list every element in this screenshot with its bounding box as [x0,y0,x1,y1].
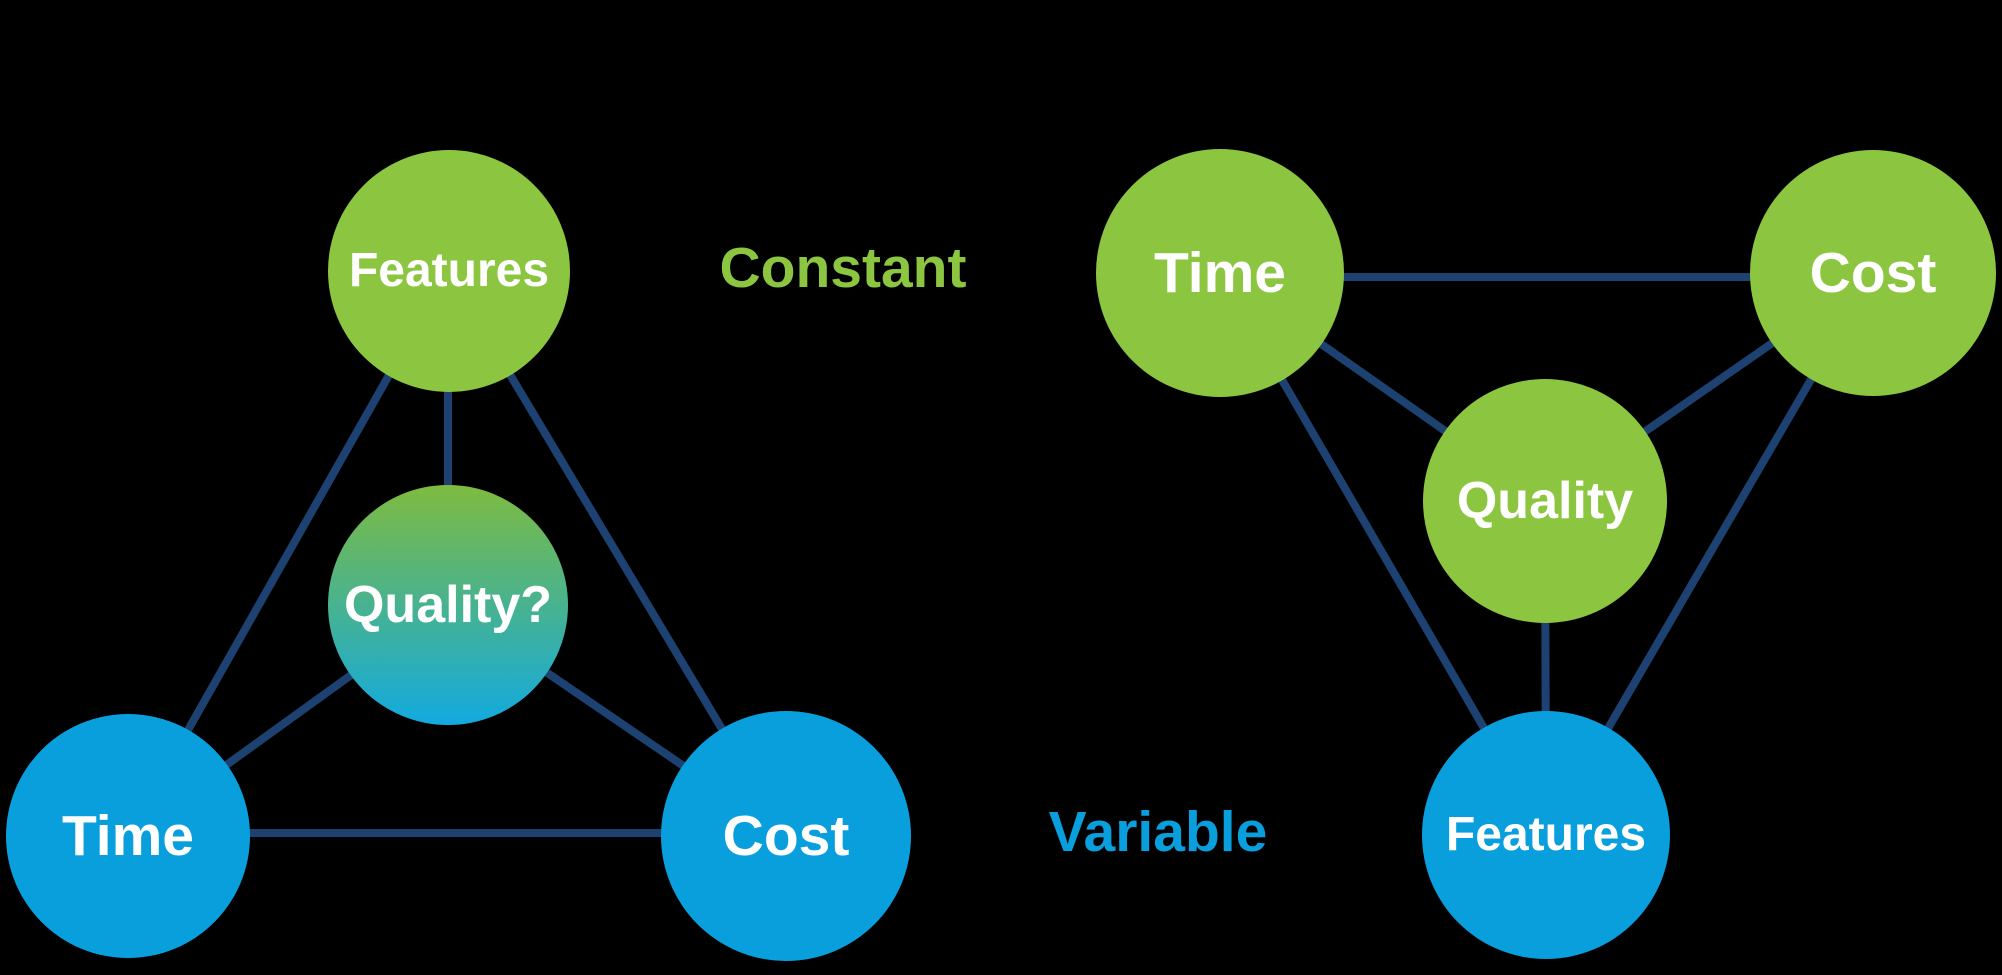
node-left-quality: Quality? [328,485,568,725]
node-label: Quality [1456,472,1634,530]
node-right-cost: Cost [1750,150,1996,396]
node-right-quality: Quality [1423,379,1667,623]
node-left-time: Time [6,714,250,958]
node-label: Cost [722,803,850,868]
legend-constant-label: Constant [719,236,967,300]
node-label: Quality? [343,576,553,634]
node-left-cost: Cost [661,711,911,961]
node-right-features: Features [1422,711,1670,959]
node-label: Cost [1809,240,1937,305]
node-label: Time [1153,240,1286,305]
node-label: Time [61,803,194,868]
node-label: Features [348,244,550,297]
legend-variable-label: Variable [1048,800,1268,864]
node-label: Features [1445,808,1647,861]
node-left-features: Features [328,150,570,392]
node-right-time: Time [1096,149,1344,397]
